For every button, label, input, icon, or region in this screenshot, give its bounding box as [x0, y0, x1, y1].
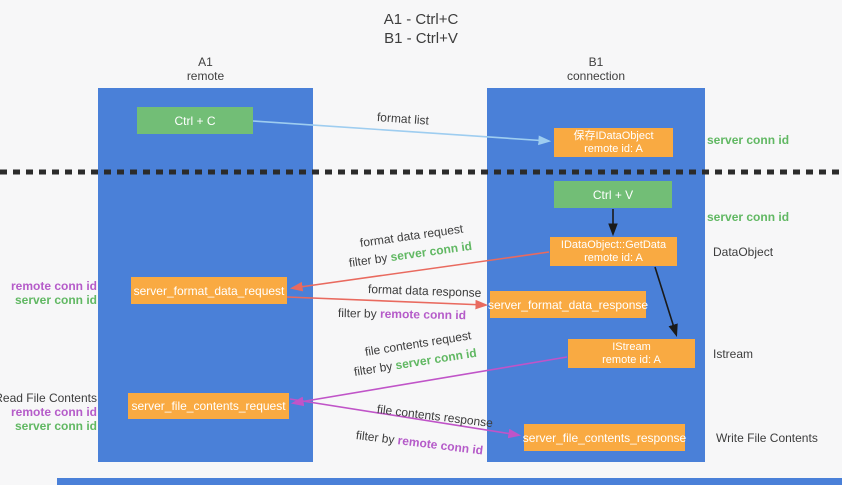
- node-server-file-contents-request: server_file_contents_request: [128, 393, 289, 419]
- node-save-dataobject-line1: 保存IDataObject: [573, 129, 654, 142]
- annotation-write-file-contents: Write File Contents: [716, 431, 818, 445]
- node-server-file-contents-response: server_file_contents_response: [522, 424, 687, 451]
- column-b1-name: B1: [588, 55, 604, 69]
- column-header-a1: A1 remote: [98, 55, 313, 83]
- node-getdata-line1: IDataObject::GetData: [560, 238, 667, 251]
- annotation-remote-conn-id-bottom: remote conn id: [10, 405, 97, 419]
- annotation-istream: Istream: [713, 347, 754, 361]
- node-idataobject-getdata: IDataObject::GetData remote id: A: [550, 237, 677, 266]
- annotation-left-conn-ids-top: remote conn id server conn id: [11, 279, 97, 307]
- annotation-read-file-contents: Read File Contents: [0, 391, 97, 405]
- annotation-server-conn-id-left-bottom: server conn id: [14, 419, 97, 433]
- filter-by-prefix-3: filter by: [352, 358, 397, 379]
- node-getdata-line2: remote id: A: [584, 251, 643, 264]
- node-server-file-contents-response-label: server_file_contents_response: [522, 430, 687, 445]
- annotation-left-conn-ids-bottom: Read File Contents remote conn id server…: [0, 391, 97, 433]
- node-istream-line1: IStream: [612, 340, 651, 353]
- filter-by-prefix-4: filter by: [355, 428, 399, 448]
- node-server-format-data-response: server_format_data_response: [487, 291, 649, 318]
- filter-by-prefix-1: filter by: [348, 250, 392, 270]
- filter-key-remote-conn-id-1: remote conn id: [379, 306, 467, 323]
- node-ctrl-c-label: Ctrl + C: [174, 113, 216, 128]
- annotation-server-conn-id-top: server conn id: [707, 133, 790, 147]
- label-file-contents-response: file contents response: [376, 402, 494, 431]
- annotation-remote-conn-id-top: remote conn id: [10, 279, 97, 293]
- node-save-dataobject-line2: remote id: A: [584, 142, 643, 155]
- label-format-data-response: format data response: [367, 282, 482, 300]
- node-ctrl-v: Ctrl + V: [554, 181, 672, 208]
- diagram-title: A1 - Ctrl+C B1 - Ctrl+V: [301, 10, 541, 48]
- column-header-b1: B1 connection: [487, 55, 705, 83]
- column-a1-name: A1: [198, 55, 213, 69]
- node-server-format-data-response-label: server_format_data_response: [487, 297, 649, 312]
- bottom-window-edge: [57, 478, 842, 485]
- node-server-format-data-request-label: server_format_data_request: [133, 283, 285, 298]
- node-ctrl-v-label: Ctrl + V: [592, 187, 634, 202]
- node-istream: IStream remote id: A: [568, 339, 695, 368]
- node-server-file-contents-request-label: server_file_contents_request: [131, 399, 286, 413]
- annotation-dataobject: DataObject: [713, 245, 774, 259]
- node-server-format-data-request: server_format_data_request: [131, 277, 287, 304]
- node-save-dataobject: 保存IDataObject remote id: A: [554, 128, 673, 157]
- node-istream-line2: remote id: A: [602, 353, 661, 366]
- title-line-2: B1 - Ctrl+V: [384, 30, 458, 47]
- annotation-server-conn-id-left-top: server conn id: [14, 293, 97, 307]
- filter-key-remote-conn-id-2: remote conn id: [396, 433, 484, 458]
- label-format-list: format list: [376, 110, 430, 128]
- filter-by-prefix-2: filter by: [337, 306, 381, 321]
- title-line-1: A1 - Ctrl+C: [383, 11, 459, 28]
- label-filter-by-remote-conn-id-2: filter by remote conn id: [355, 428, 484, 457]
- node-ctrl-c: Ctrl + C: [137, 107, 253, 134]
- column-a1-subtitle: remote: [186, 69, 225, 83]
- label-filter-by-remote-conn-id-1: filter by remote conn id: [338, 306, 466, 322]
- column-b1-subtitle: connection: [566, 69, 626, 83]
- annotation-server-conn-id-mid: server conn id: [707, 210, 790, 224]
